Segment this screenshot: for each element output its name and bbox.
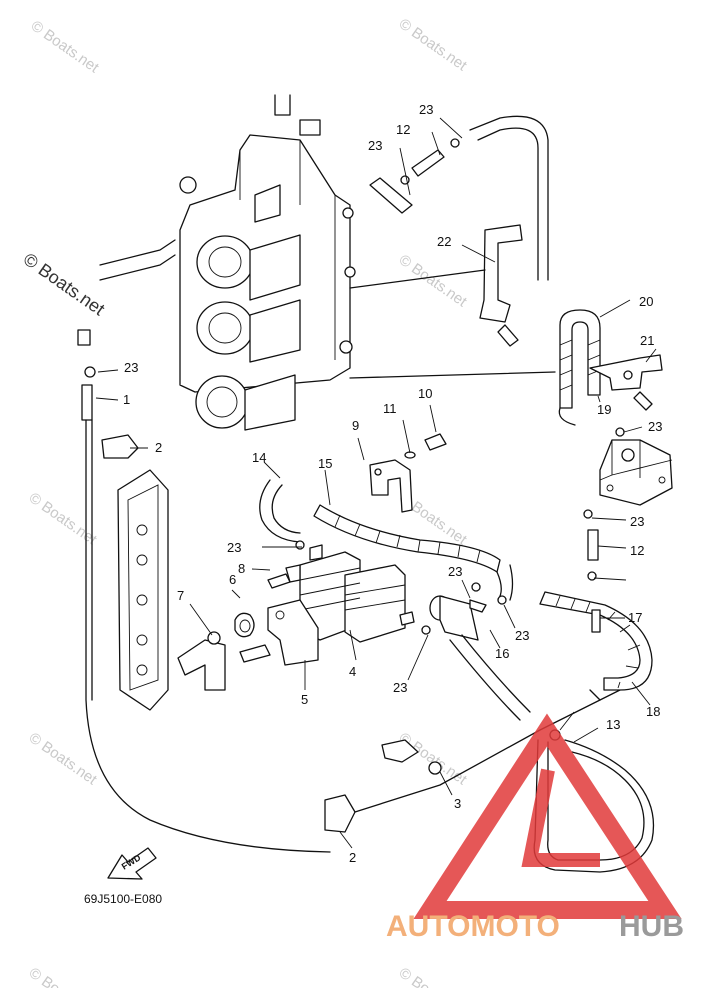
callout-12-upper: 12 [396,122,410,137]
part-7-bracket [177,631,271,691]
callout-2-lower: 2 [349,850,356,865]
watermark-mid-left: © Boats.net [26,489,101,548]
part-2-clip [101,434,356,833]
part-12-upper [369,115,549,281]
watermark-low-left: © Boats.net [26,729,101,788]
valve-block [599,439,673,506]
callout-19: 19 [597,402,611,417]
callout-23-f: 23 [515,628,529,643]
callout-15: 15 [318,456,332,471]
callout-6: 6 [229,572,236,587]
part-22-bracket [349,224,556,379]
part-14-15-hoses [259,479,514,601]
callout-2-upper: 2 [155,440,162,455]
part-8-bolt [267,564,301,589]
part-5-bracket [267,599,319,666]
callout-14: 14 [252,450,266,465]
callout-17: 17 [628,610,642,625]
watermark-top-left: © Boats.net [28,17,103,76]
watermark-top-right: © Boats.net [396,15,471,74]
brand-text-automoto: AUTOMOTO [386,910,560,943]
automotohub-logo: AUTOMOTO HUB [386,713,684,943]
part-6-grommet [234,612,255,638]
callout-5: 5 [301,692,308,707]
part-18-hose [539,591,653,701]
part-1-hose [77,329,331,853]
callout-23-h: 23 [648,419,662,434]
drawing-code: 69J5100-E080 [84,892,162,906]
leader-lines [95,117,657,849]
callout-23-g: 23 [393,680,407,695]
callout-16: 16 [495,646,509,661]
part-9-bracket [369,459,413,513]
callout-7: 7 [177,588,184,603]
callout-23-i: 23 [630,514,644,529]
callout-4: 4 [349,664,356,679]
callout-12-lower: 12 [630,543,644,558]
watermark-mid-right: © Boats.net [396,251,471,310]
callout-18: 18 [646,704,660,719]
callout-8: 8 [238,561,245,576]
manifold-plate [117,469,169,711]
callout-23-c: 23 [124,360,138,375]
callout-3: 3 [454,796,461,811]
part-16-filter [429,595,531,721]
watermark-bottom-left: © Boats.net [26,964,101,988]
callout-13: 13 [606,717,620,732]
callout-10: 10 [418,386,432,401]
part-3-clip [354,689,621,813]
fwd-arrow: FWD [107,847,157,880]
engine-block [99,94,356,431]
part-10-11-bolt [404,433,447,459]
callout-21: 21 [640,333,654,348]
callout-11: 11 [383,401,397,416]
callout-20: 20 [639,294,653,309]
callout-23-a: 23 [419,102,433,117]
callout-labels: 1 2 2 3 4 5 6 7 8 9 10 11 12 12 13 14 15… [123,102,662,865]
part-23-clamps [84,366,625,635]
callout-23-d: 23 [227,540,241,555]
part-12-lower [583,509,599,581]
callout-22: 22 [437,234,451,249]
part-4-canister [299,544,415,643]
part-21-bracket [589,354,663,411]
brand-text-hub: HUB [619,910,684,943]
watermark-main: © Boats.net [20,249,109,319]
watermark-bottom-right: © Boats.net [396,964,471,988]
callout-9: 9 [352,418,359,433]
callout-23-e: 23 [448,564,462,579]
callout-1: 1 [123,392,130,407]
part-20-hose [558,309,601,426]
callout-23-b: 23 [368,138,382,153]
